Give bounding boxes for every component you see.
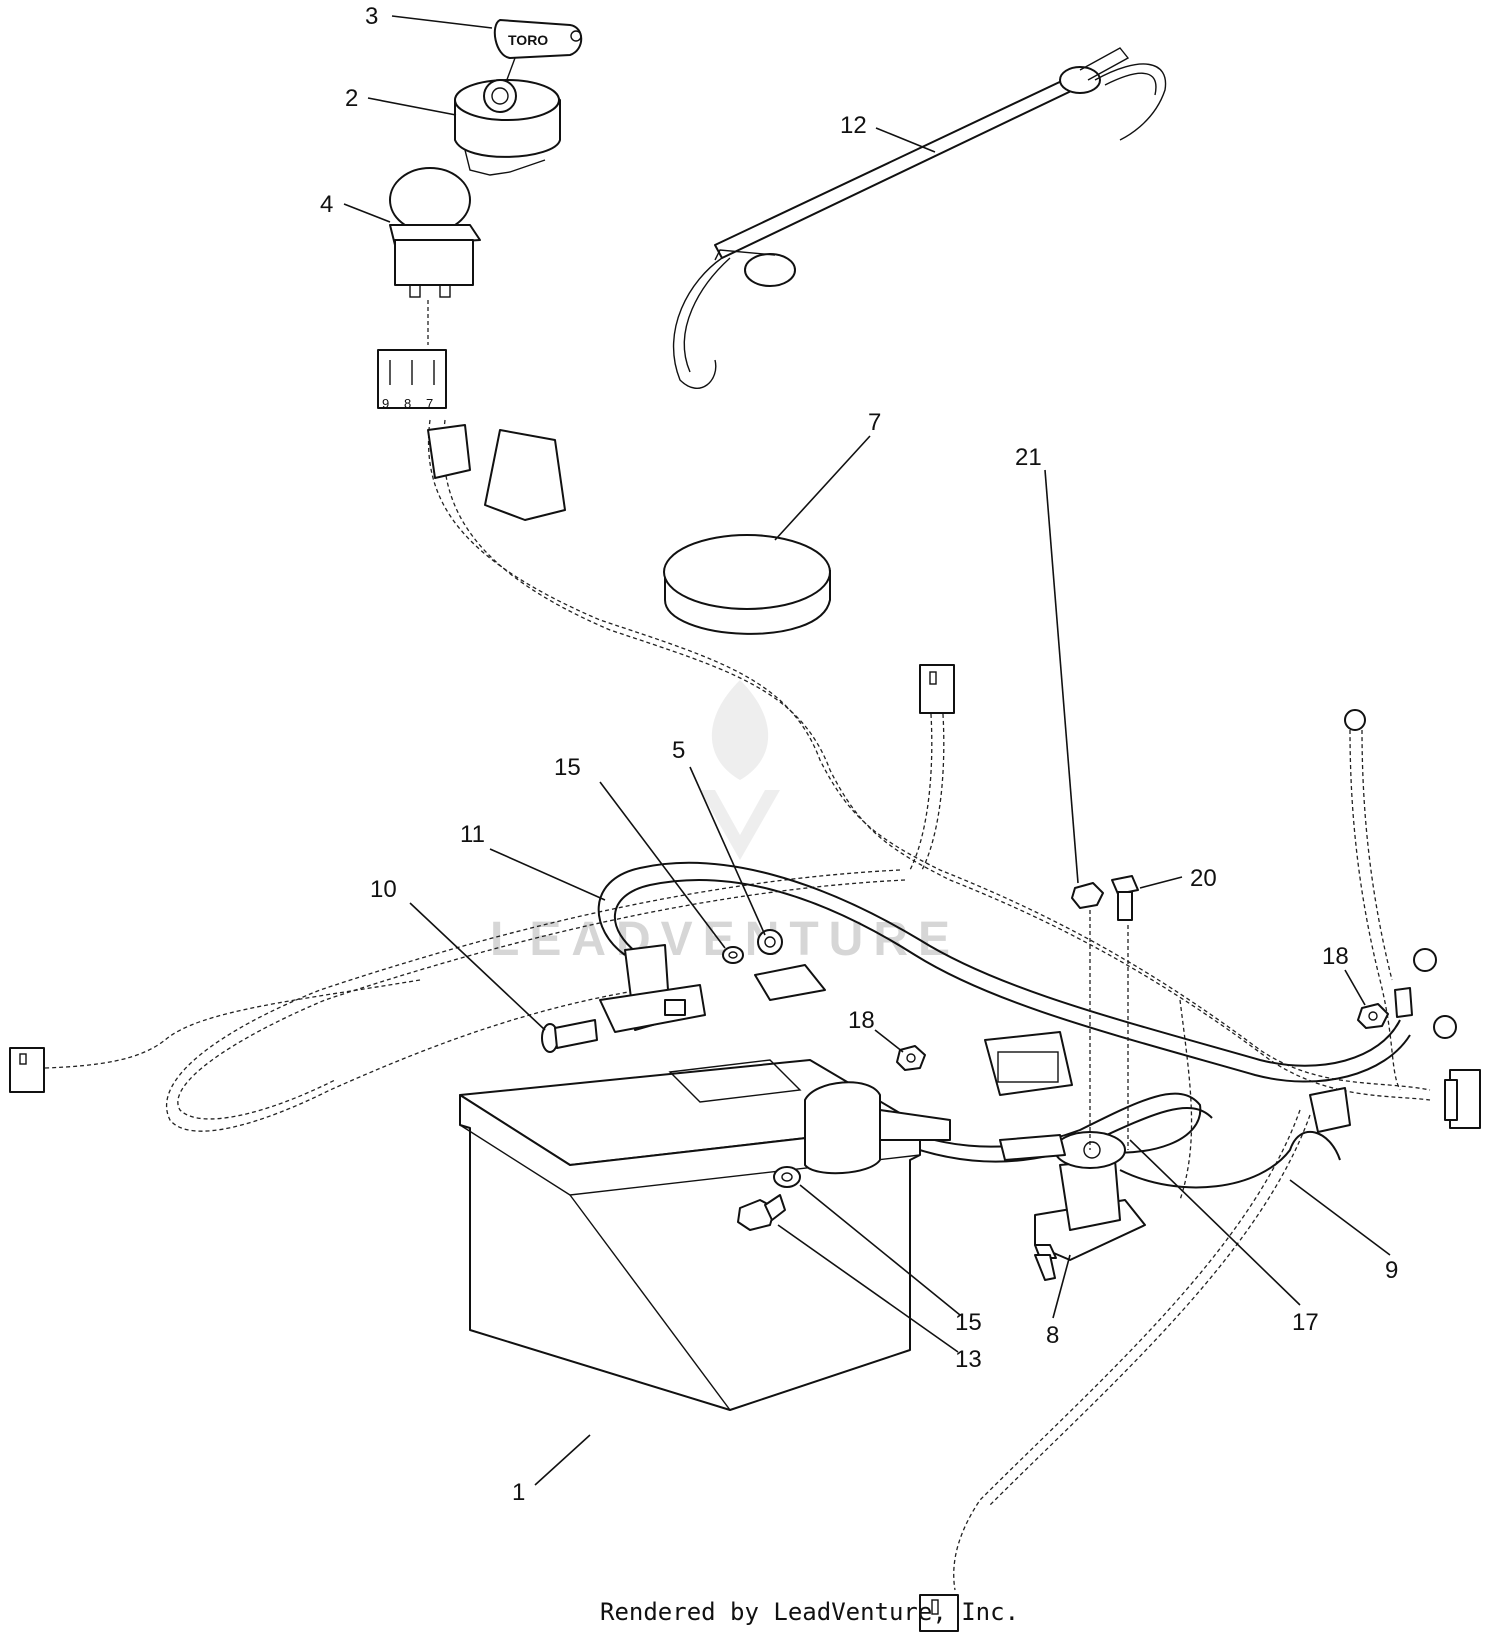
callout-18-right: 18 — [1322, 943, 1349, 970]
fuse-block — [754, 964, 826, 1001]
terminal-clamp — [599, 944, 706, 1033]
callout-13: 13 — [955, 1346, 982, 1373]
battery — [459, 1059, 951, 1411]
callout-18-left: 18 — [848, 1007, 875, 1034]
callout-5: 5 — [672, 737, 685, 764]
harness-plug-left — [9, 1047, 45, 1093]
washer-upper — [722, 946, 744, 964]
hour-meter-disc — [663, 534, 831, 635]
callout-10: 10 — [370, 876, 397, 903]
harness-plug-top — [919, 664, 955, 714]
callout-15-lower: 15 — [955, 1309, 982, 1336]
washer-lower — [773, 1166, 801, 1188]
harness-connector-right — [1444, 1069, 1481, 1129]
harness-connector-center — [984, 1031, 1351, 1133]
flange-bolt — [1111, 875, 1139, 921]
ring-terminal — [757, 929, 783, 955]
connector-pin-8: 8 — [404, 396, 411, 411]
callout-8: 8 — [1046, 1322, 1059, 1349]
callout-3: 3 — [365, 3, 378, 30]
callout-numbers: 3 2 4 12 7 5 15 11 10 18 21 20 18 15 13 … — [320, 3, 1398, 1506]
ignition-key: TORO — [493, 19, 583, 86]
hex-bolt — [737, 1194, 786, 1231]
callout-21: 21 — [1015, 444, 1042, 471]
callout-15-upper: 15 — [554, 754, 581, 781]
key-brand-text: TORO — [508, 32, 548, 48]
callout-9: 9 — [1385, 1257, 1398, 1284]
connector-pin-9: 9 — [382, 396, 389, 411]
leadventure-watermark-logo — [700, 680, 780, 860]
callout-12: 12 — [840, 112, 867, 139]
callout-2: 2 — [345, 85, 358, 112]
watermark-text: LEADVENTURE — [490, 913, 960, 966]
ring-terminal-right — [1344, 709, 1457, 1039]
starter-solenoid — [999, 1131, 1146, 1281]
flange-nut — [1071, 882, 1104, 909]
render-credit: Rendered by LeadVenture, Inc. — [600, 1598, 1019, 1626]
carriage-bolt — [541, 1019, 598, 1053]
switch-connector: 9 8 7 — [377, 300, 447, 411]
pto-switch — [389, 167, 481, 298]
nut-left — [896, 1045, 926, 1071]
harness-plug-bottom — [919, 1594, 959, 1632]
harness-connector-large — [484, 429, 566, 521]
support-rod — [672, 47, 1167, 389]
callout-11: 11 — [460, 821, 485, 848]
callout-20: 20 — [1190, 865, 1217, 892]
harness-connector-small — [427, 424, 471, 479]
callout-7: 7 — [868, 409, 881, 436]
nut-right — [1357, 1003, 1389, 1029]
callout-1: 1 — [512, 1479, 525, 1506]
callout-17: 17 — [1292, 1309, 1319, 1336]
connector-pin-7: 7 — [426, 396, 433, 411]
ignition-switch — [454, 79, 561, 176]
callout-4: 4 — [320, 191, 333, 218]
leader-lines — [343, 15, 1391, 1486]
